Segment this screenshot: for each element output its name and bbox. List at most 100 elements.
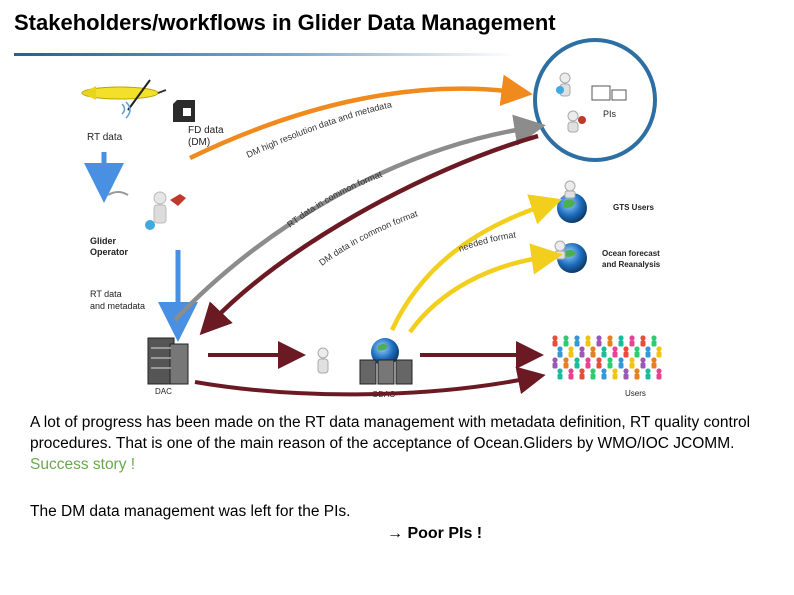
page-title: Stakeholders/workflows in Glider Data Ma… — [14, 10, 556, 35]
crowd-person-head — [623, 346, 629, 352]
crowd-person-head — [596, 357, 602, 363]
crowd-person-head — [629, 335, 635, 341]
crowd-person-head — [585, 335, 591, 341]
crowd-person-body — [552, 340, 558, 347]
pis-icon — [556, 72, 627, 133]
crowd-person-body — [651, 340, 657, 347]
crowd-person-body — [651, 362, 657, 369]
gts-users-label: GTS Users — [613, 203, 654, 212]
crowd-person-head — [596, 335, 602, 341]
crowd-person-head — [568, 368, 574, 374]
dm-common-label: DM data in common format — [317, 208, 419, 267]
crowd-person-head — [574, 335, 580, 341]
crowd-person-body — [596, 362, 602, 369]
crowd-person-head — [656, 368, 662, 374]
crowd-person-body — [623, 351, 629, 358]
crowd-person-body — [568, 351, 574, 358]
crowd-person-head — [640, 335, 646, 341]
success-story: Success story ! — [30, 456, 136, 473]
needed-format-label: needed format — [457, 229, 517, 254]
crowd-person-head — [623, 368, 629, 374]
rt-data-label: RT data — [87, 132, 123, 143]
crowd-person-head — [557, 368, 563, 374]
arrow-dac-to-users-bottom — [194, 366, 546, 397]
progress-statement: A lot of progress has been made on the R… — [30, 414, 751, 452]
crowd-person-head — [590, 368, 596, 374]
crowd-person-head — [552, 357, 558, 363]
users-label: Users — [625, 389, 646, 398]
crowd-person-head — [607, 357, 613, 363]
crowd-person-body — [601, 373, 607, 380]
crowd-person-body — [634, 373, 640, 380]
poor-pis-text: → Poor PIs ! — [387, 525, 483, 542]
crowd-person-head — [651, 335, 657, 341]
crowd-person-body — [590, 373, 596, 380]
arrow-to-ocean-forecast — [408, 243, 563, 334]
crowd-person-head — [585, 357, 591, 363]
crowd-person-head — [645, 368, 651, 374]
crowd-person-head — [634, 368, 640, 374]
crowd-person-body — [579, 351, 585, 358]
workflow-diagram: RT data FD data (DM) Glider Operator RT … — [81, 38, 662, 399]
crowd-person-body — [629, 362, 635, 369]
person-icon — [317, 347, 329, 374]
crowd-person-head — [634, 346, 640, 352]
crowd-person-body — [618, 362, 624, 369]
rt-common-label: RT data in common format — [285, 169, 384, 230]
crowd-person-head — [601, 346, 607, 352]
crowd-person-body — [585, 340, 591, 347]
crowd-person-body — [645, 351, 651, 358]
crowd-person-body — [574, 340, 580, 347]
rt-data-metadata-label: RT data and metadata — [90, 289, 145, 311]
crowd-person-head — [574, 357, 580, 363]
crowd-person-head — [612, 346, 618, 352]
crowd-person-body — [552, 362, 558, 369]
crowd-person-body — [596, 340, 602, 347]
gts-users-icon — [557, 180, 587, 223]
crowd-person-body — [618, 340, 624, 347]
crowd-person-head — [563, 357, 569, 363]
arrow-rt-common-to-pis — [173, 114, 546, 322]
crowd-person-body — [579, 373, 585, 380]
body-paragraph-1: A lot of progress has been made on the R… — [30, 412, 780, 475]
crowd-person-body — [640, 340, 646, 347]
pis-highlight-circle — [533, 38, 657, 162]
crowd-person-head — [563, 335, 569, 341]
fd-data-label: FD data (DM) — [188, 125, 226, 148]
crowd-person-body — [607, 340, 613, 347]
dac-label: DAC — [155, 387, 172, 396]
crowd-person-body — [640, 362, 646, 369]
crowd-person-head — [640, 357, 646, 363]
crowd-person-head — [612, 368, 618, 374]
crowd-person-body — [623, 373, 629, 380]
crowd-person-body — [563, 362, 569, 369]
crowd-person-body — [585, 362, 591, 369]
sd-card-icon — [173, 100, 195, 122]
crowd-person-head — [601, 368, 607, 374]
glider-operator-label: Glider Operator — [90, 236, 129, 257]
arrow-to-gts-users — [389, 194, 563, 331]
crowd-person-head — [568, 346, 574, 352]
ocean-forecast-label: Ocean forecast and Reanalysis — [602, 249, 662, 269]
crowd-person-body — [601, 351, 607, 358]
crowd-person-body — [629, 340, 635, 347]
crowd-person-head — [645, 346, 651, 352]
crowd-person-body — [607, 362, 613, 369]
crowd-person-body — [634, 351, 640, 358]
glider-operator-icon — [107, 191, 186, 230]
arrow-dm-to-pis — [189, 74, 533, 161]
users-crowd-icon — [552, 335, 662, 380]
crowd-person-body — [563, 340, 569, 347]
dac-server-icon — [147, 337, 189, 385]
crowd-person-head — [629, 357, 635, 363]
crowd-person-head — [656, 346, 662, 352]
crowd-person-head — [590, 346, 596, 352]
crowd-person-body — [574, 362, 580, 369]
gdac-icon — [359, 338, 413, 385]
crowd-person-body — [557, 373, 563, 380]
crowd-person-head — [552, 335, 558, 341]
ocean-forecast-icon — [554, 240, 587, 273]
body-paragraph-2: The DM data management was left for the … — [30, 503, 351, 520]
pis-label: PIs — [603, 109, 617, 119]
glider-icon — [81, 79, 167, 119]
